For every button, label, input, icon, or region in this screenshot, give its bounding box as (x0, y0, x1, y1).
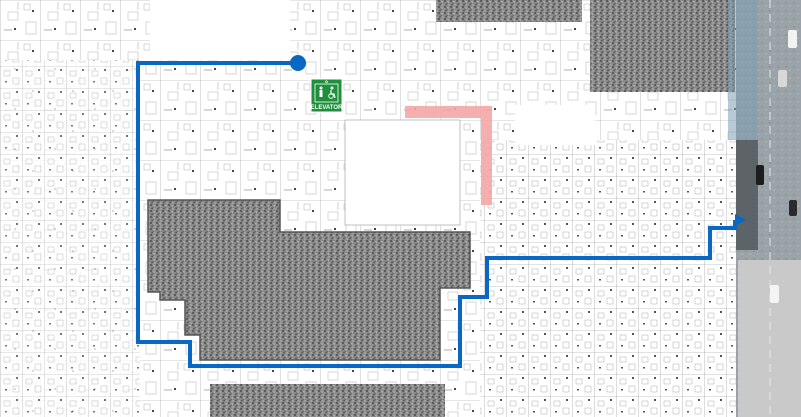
car-4 (770, 285, 779, 303)
car-3 (756, 165, 764, 185)
building-edge (736, 140, 758, 250)
elevator-sign-background (310, 78, 343, 113)
car-5 (789, 200, 797, 216)
north-roof (436, 0, 582, 22)
south-roof (210, 384, 445, 417)
car-1 (788, 30, 797, 48)
elevator-sign[interactable]: ELEVATOR (310, 78, 343, 113)
car-2 (778, 70, 787, 87)
elevator-label: ELEVATOR (311, 105, 343, 111)
open-hall (344, 119, 461, 226)
dense-rooms-area (480, 140, 740, 417)
building-shadow (728, 0, 758, 140)
current-location-dot[interactable] (290, 55, 306, 71)
open-court (515, 105, 595, 145)
west-wing-rooms (0, 60, 140, 417)
elevator-accessible-icon (314, 80, 339, 103)
route-end-arrow (735, 214, 746, 226)
open-area-north (150, 0, 290, 60)
highlighted-corridor (405, 106, 492, 205)
northeast-roof (590, 0, 735, 92)
central-courtyard-roof (147, 199, 471, 361)
wayfinding-route (136, 61, 737, 368)
